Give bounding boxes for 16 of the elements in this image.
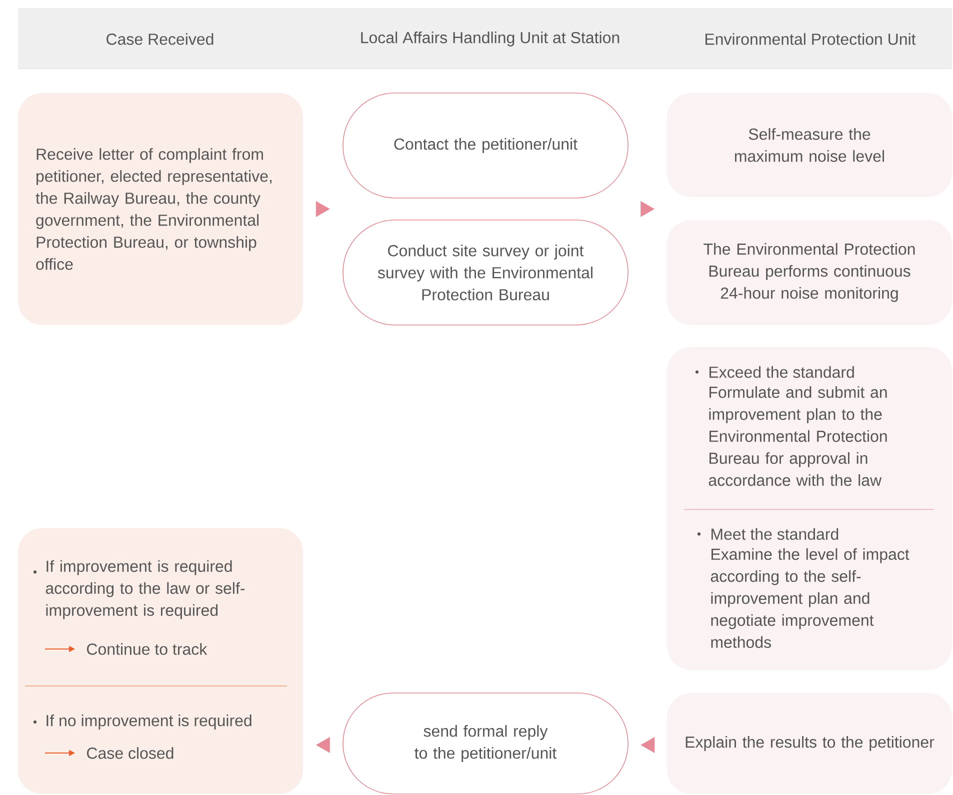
process-pill: Contact the petitioner/unit <box>342 92 628 198</box>
process-card: The Environmental Protection Bureau performs continuous 24-hour noise monitoring <box>667 220 952 325</box>
process-card: Exceed the standard Formulate and submit an improvement plan to the Environmental Protection Bureau for approval in accordance with the law Meet the standard Examine the level of impact according to the self-improvement plan and negotiate improvement methods <box>667 347 952 670</box>
arrow <box>640 737 655 753</box>
process-card: Explain the results to the petitioner <box>667 693 952 794</box>
column-header: Case Received <box>106 33 214 45</box>
process-pill: Conduct site survey or joint survey with the Environmental Protection Bureau <box>342 220 628 326</box>
column-header: Local Affairs Handling Unit at Station <box>361 32 620 46</box>
process-pill: send formal reply to the petitioner/unit <box>342 692 628 794</box>
process-card: If improvement is required according to the law or self-improvement is required Continue to track If no improvement is required Case closed <box>18 528 303 794</box>
arrow <box>640 201 655 217</box>
arrow <box>316 737 330 753</box>
process-card: Self-measure the maximum noise level <box>667 93 952 197</box>
column-header: Environmental Protection Unit <box>706 33 916 45</box>
arrow <box>316 201 330 217</box>
process-card: Receive letter of complaint from petitioner, elected representative, the Railway Bureau, the county government, the Environmental Protection Bureau, or township office <box>18 93 303 325</box>
